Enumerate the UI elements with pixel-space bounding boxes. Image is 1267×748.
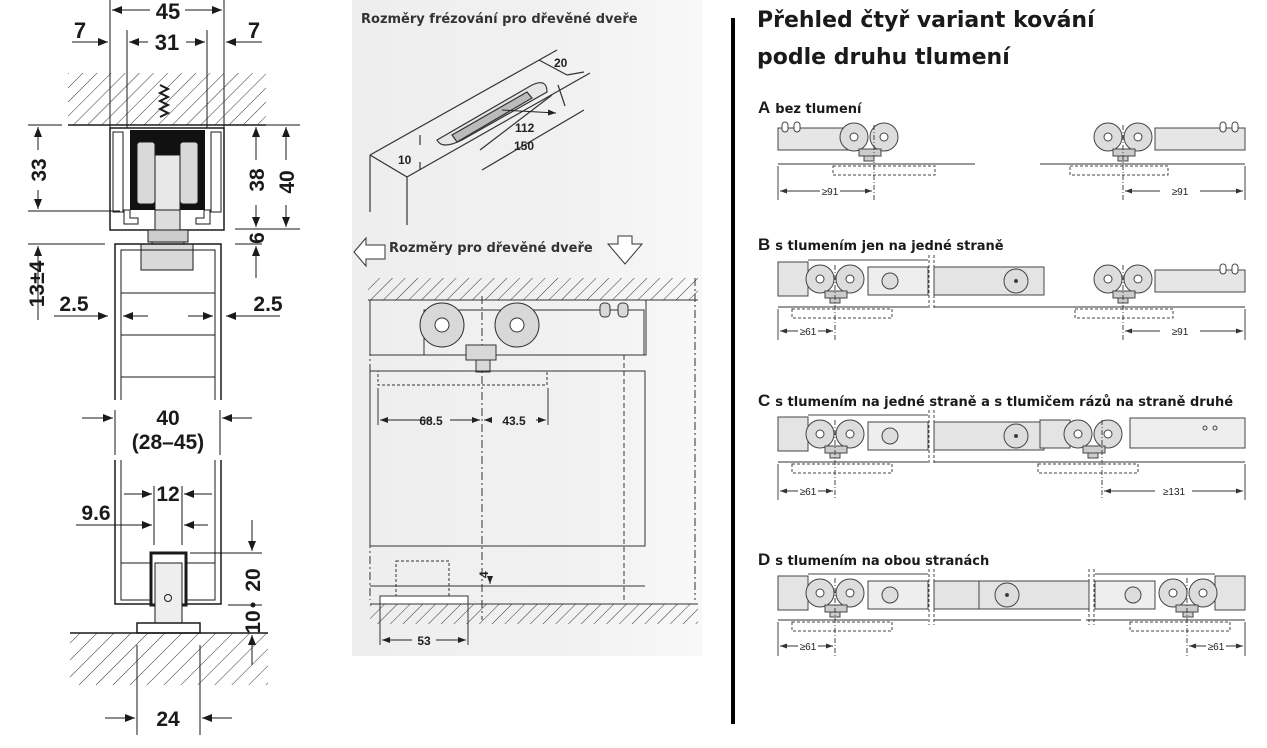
variant-letter: B <box>758 235 771 254</box>
door-outline <box>369 370 646 547</box>
dim-door-thickness: 40 <box>156 407 179 430</box>
dim-floor-gap: 10 <box>242 610 265 633</box>
milling-dim-width: 20 <box>554 56 568 70</box>
variant-letter: D <box>758 550 771 569</box>
floor-hatch <box>70 633 268 685</box>
cross-section-drawing: 45 31 7 7 <box>0 0 330 748</box>
dim-groove-offset: 9.6 <box>81 502 110 525</box>
variant-d-drawing: ≥61 ≥61 <box>777 569 1246 656</box>
roller-carriage <box>419 302 645 373</box>
door-dim-right-span: 43.5 <box>502 414 526 428</box>
variants-svg: ≥91 ≥91 <box>777 121 1246 656</box>
dim-top-clearance: 13±4 <box>26 260 49 307</box>
variant-a-right-dim: ≥91 <box>1172 187 1189 198</box>
variants-overview: Přehled čtyř variant kování podle druhu … <box>730 0 1267 748</box>
dim-side-gap-left: 2.5 <box>59 293 89 316</box>
door-dimensions-panel: Rozměry frézování pro dřevěné dveře <box>352 0 702 656</box>
variant-c-drawing: ≥61 ≥131 <box>777 410 1246 500</box>
dim-groove-width: 12 <box>156 483 179 506</box>
cross-section-svg: 45 31 7 7 <box>26 0 300 735</box>
dim-track-height-left: 33 <box>28 158 51 181</box>
arrow-down-icon <box>606 235 644 265</box>
door-title: Rozměry pro dřevěné dveře <box>389 241 593 256</box>
variant-c-left-dim: ≥61 <box>800 487 817 498</box>
milling-dim-depth: 10 <box>398 153 412 167</box>
variant-d-left-dim: ≥61 <box>800 642 817 653</box>
variant-description: bez tlumení <box>775 102 862 117</box>
milling-title: Rozměry frézování pro dřevěné dveře <box>361 12 638 27</box>
variant-letter: A <box>758 98 771 117</box>
milling-dim-inner-length: 112 <box>515 121 535 135</box>
arrow-left-icon <box>353 236 386 268</box>
variant-description: s tlumením na jedné straně a s tlumičem … <box>775 395 1234 410</box>
variant-a-left-dim: ≥91 <box>822 187 839 198</box>
variant-letter: C <box>758 391 771 410</box>
variant-description: s tlumením jen na jedné straně <box>775 239 1004 254</box>
variant-c-right-dim: ≥131 <box>1163 487 1186 498</box>
variant-b-left-dim: ≥61 <box>800 327 817 338</box>
variant-b-right-dim: ≥91 <box>1172 327 1189 338</box>
separator-line <box>731 18 735 724</box>
milling-dim-outer-length: 150 <box>514 139 534 153</box>
dim-overall-width: 45 <box>156 0 180 24</box>
ceiling-hatch <box>68 73 266 125</box>
door-dim-left-span: 68.5 <box>419 414 443 428</box>
door-dim-guide-width: 53 <box>417 634 431 648</box>
variant-b-drawing: ≥61 ≥91 <box>777 255 1246 340</box>
overview-title-line2: podle druhu tlumení <box>757 45 1010 70</box>
dim-gap-below-track: 6 <box>246 232 269 244</box>
door-dimensions-svg: 20 112 150 10 <box>353 49 698 648</box>
milling-isometric <box>369 49 591 225</box>
overview-title-line1: Přehled čtyř variant kování <box>757 8 1095 33</box>
variant-a-drawing: ≥91 ≥91 <box>777 121 1246 200</box>
door-dim-floor-gap: 4 <box>477 571 491 578</box>
dim-right-offset: 7 <box>248 18 260 43</box>
dim-guide-base-width: 24 <box>156 708 180 731</box>
dim-inner-width: 31 <box>155 30 179 55</box>
dim-side-gap-right: 2.5 <box>253 293 283 316</box>
dim-track-height-outer: 40 <box>276 170 299 193</box>
dim-left-offset: 7 <box>74 18 86 43</box>
dim-track-height-inner: 38 <box>246 168 269 192</box>
variant-description: s tlumením na obou stranách <box>775 554 990 569</box>
dim-guide-depth: 20 <box>242 568 265 591</box>
variant-d-right-dim: ≥61 <box>1208 642 1225 653</box>
dim-door-thickness-range: (28–45) <box>132 431 204 454</box>
